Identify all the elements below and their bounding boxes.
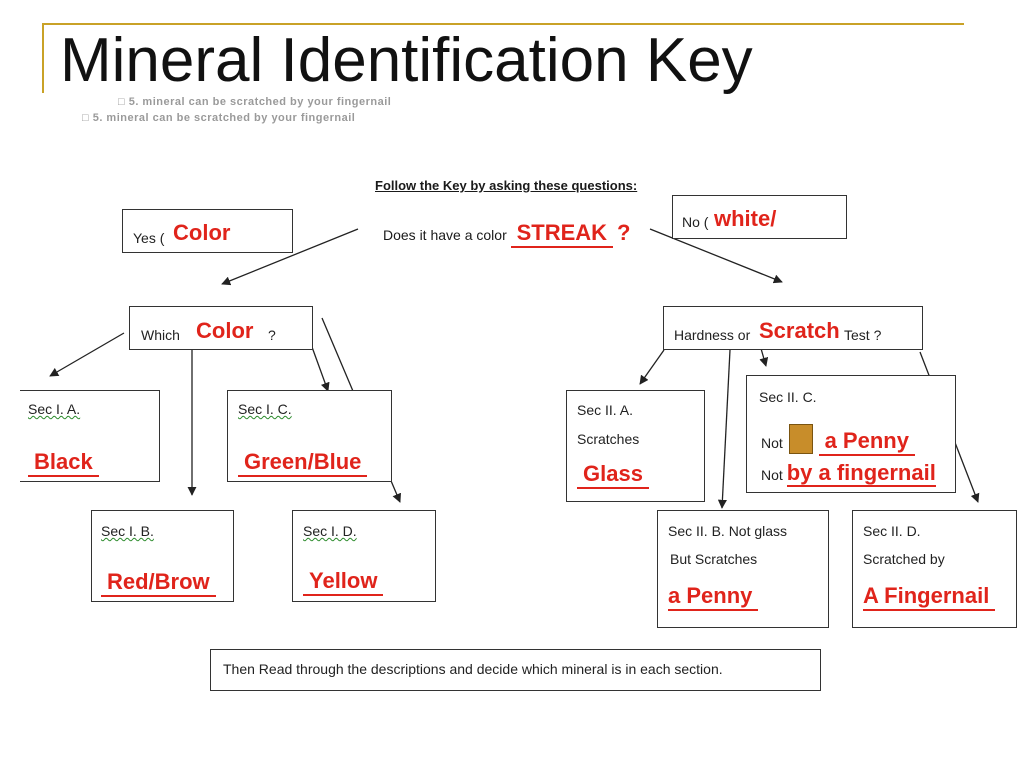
- section-1d-answer: Yellow: [303, 568, 384, 596]
- section-1a-box: Sec I. A. Black: [20, 390, 160, 482]
- arrow-hardness-to-s2a: [639, 349, 665, 385]
- no-box: No ( white/: [672, 195, 847, 239]
- which-color-box: Which Color ?: [129, 306, 313, 350]
- no-prefix: No (: [682, 214, 709, 230]
- section-2a-answer: Glass: [577, 461, 649, 489]
- hardness-box: Hardness or Scratch Test ?: [663, 306, 923, 350]
- section-1c-answer: Green/Blue: [238, 449, 368, 477]
- section-2a-label: Sec II. A.: [577, 402, 634, 418]
- yes-prefix: Yes (: [133, 230, 165, 246]
- section-2c-not2: Not: [761, 467, 783, 483]
- section-2d-box: Sec II. D. Scratched by A Fingernail: [852, 510, 1017, 628]
- section-1c-label: Sec I. C.: [238, 401, 292, 417]
- section-2b-box: Sec II. B. Not glass But Scratches a Pen…: [657, 510, 829, 628]
- section-1b-answer: Red/Brow: [101, 569, 216, 597]
- section-2c-box: Sec II. C. Not a Penny Not by a fingerna…: [746, 375, 956, 493]
- section-2c-row1: Not a Penny: [761, 424, 915, 456]
- penny-swatch-icon: [788, 424, 813, 454]
- yes-box: Yes ( Color: [122, 209, 293, 253]
- title-rule-horizontal: [42, 23, 964, 25]
- section-1b-label: Sec I. B.: [101, 523, 154, 539]
- section-2a-box: Sec II. A. Scratches Glass: [566, 390, 705, 502]
- section-2d-label: Sec II. D.: [863, 523, 921, 539]
- section-1a-label: Sec I. A.: [28, 401, 81, 417]
- section-2b-line2: But Scratches: [670, 551, 758, 567]
- question-answer: STREAK: [510, 220, 614, 248]
- question-prefix: Does it have a color: [383, 227, 507, 243]
- section-2b-label: Sec II. B. Not glass: [668, 523, 788, 539]
- arrow-which-to-s1a: [49, 332, 125, 377]
- page-title: Mineral Identification Key: [60, 26, 753, 95]
- section-2c-label: Sec II. C.: [759, 389, 817, 405]
- section-2d-line2: Scratched by: [863, 551, 945, 567]
- section-2a-line2: Scratches: [577, 431, 640, 447]
- hardness-prefix: Hardness or: [674, 327, 751, 343]
- section-2c-not1: Not: [761, 435, 783, 451]
- section-2c-row2: Not by a fingernail: [761, 460, 936, 487]
- no-answer: white/: [714, 206, 777, 231]
- key-header: Follow the Key by asking these questions…: [375, 178, 638, 193]
- yes-answer: Color: [173, 220, 231, 245]
- section-1d-label: Sec I. D.: [303, 523, 357, 539]
- which-suffix: ?: [268, 327, 276, 343]
- section-1c-box: Sec I. C. Green/Blue: [227, 390, 392, 482]
- title-rule-vertical: [42, 23, 44, 93]
- question-suffix: ?: [616, 220, 631, 245]
- which-answer: Color: [196, 318, 254, 343]
- arrow-hardness-to-s2b: [717, 349, 731, 509]
- ghost-text-line-1: □ 5. mineral can be scratched by your fi…: [118, 96, 392, 108]
- section-1a-answer: Black: [28, 449, 99, 477]
- section-2b-answer: a Penny: [668, 583, 759, 611]
- instruction-box: Then Read through the descriptions and d…: [210, 649, 821, 691]
- instruction-text: Then Read through the descriptions and d…: [223, 661, 723, 677]
- hardness-answer: Scratch: [759, 318, 840, 343]
- section-2c-answer2: by a fingernail: [786, 460, 936, 487]
- section-1b-box: Sec I. B. Red/Brow: [91, 510, 234, 602]
- streak-question: Does it have a color STREAK ?: [383, 220, 630, 248]
- hardness-suffix: Test ?: [844, 327, 882, 343]
- which-prefix: Which: [141, 327, 180, 343]
- section-2d-answer: A Fingernail: [863, 583, 996, 611]
- section-1d-box: Sec I. D. Yellow: [292, 510, 436, 602]
- arrow-question-to-which: [221, 228, 359, 286]
- ghost-text-line-2: □ 5. mineral can be scratched by your fi…: [82, 112, 356, 124]
- section-2c-answer1: a Penny: [818, 428, 915, 456]
